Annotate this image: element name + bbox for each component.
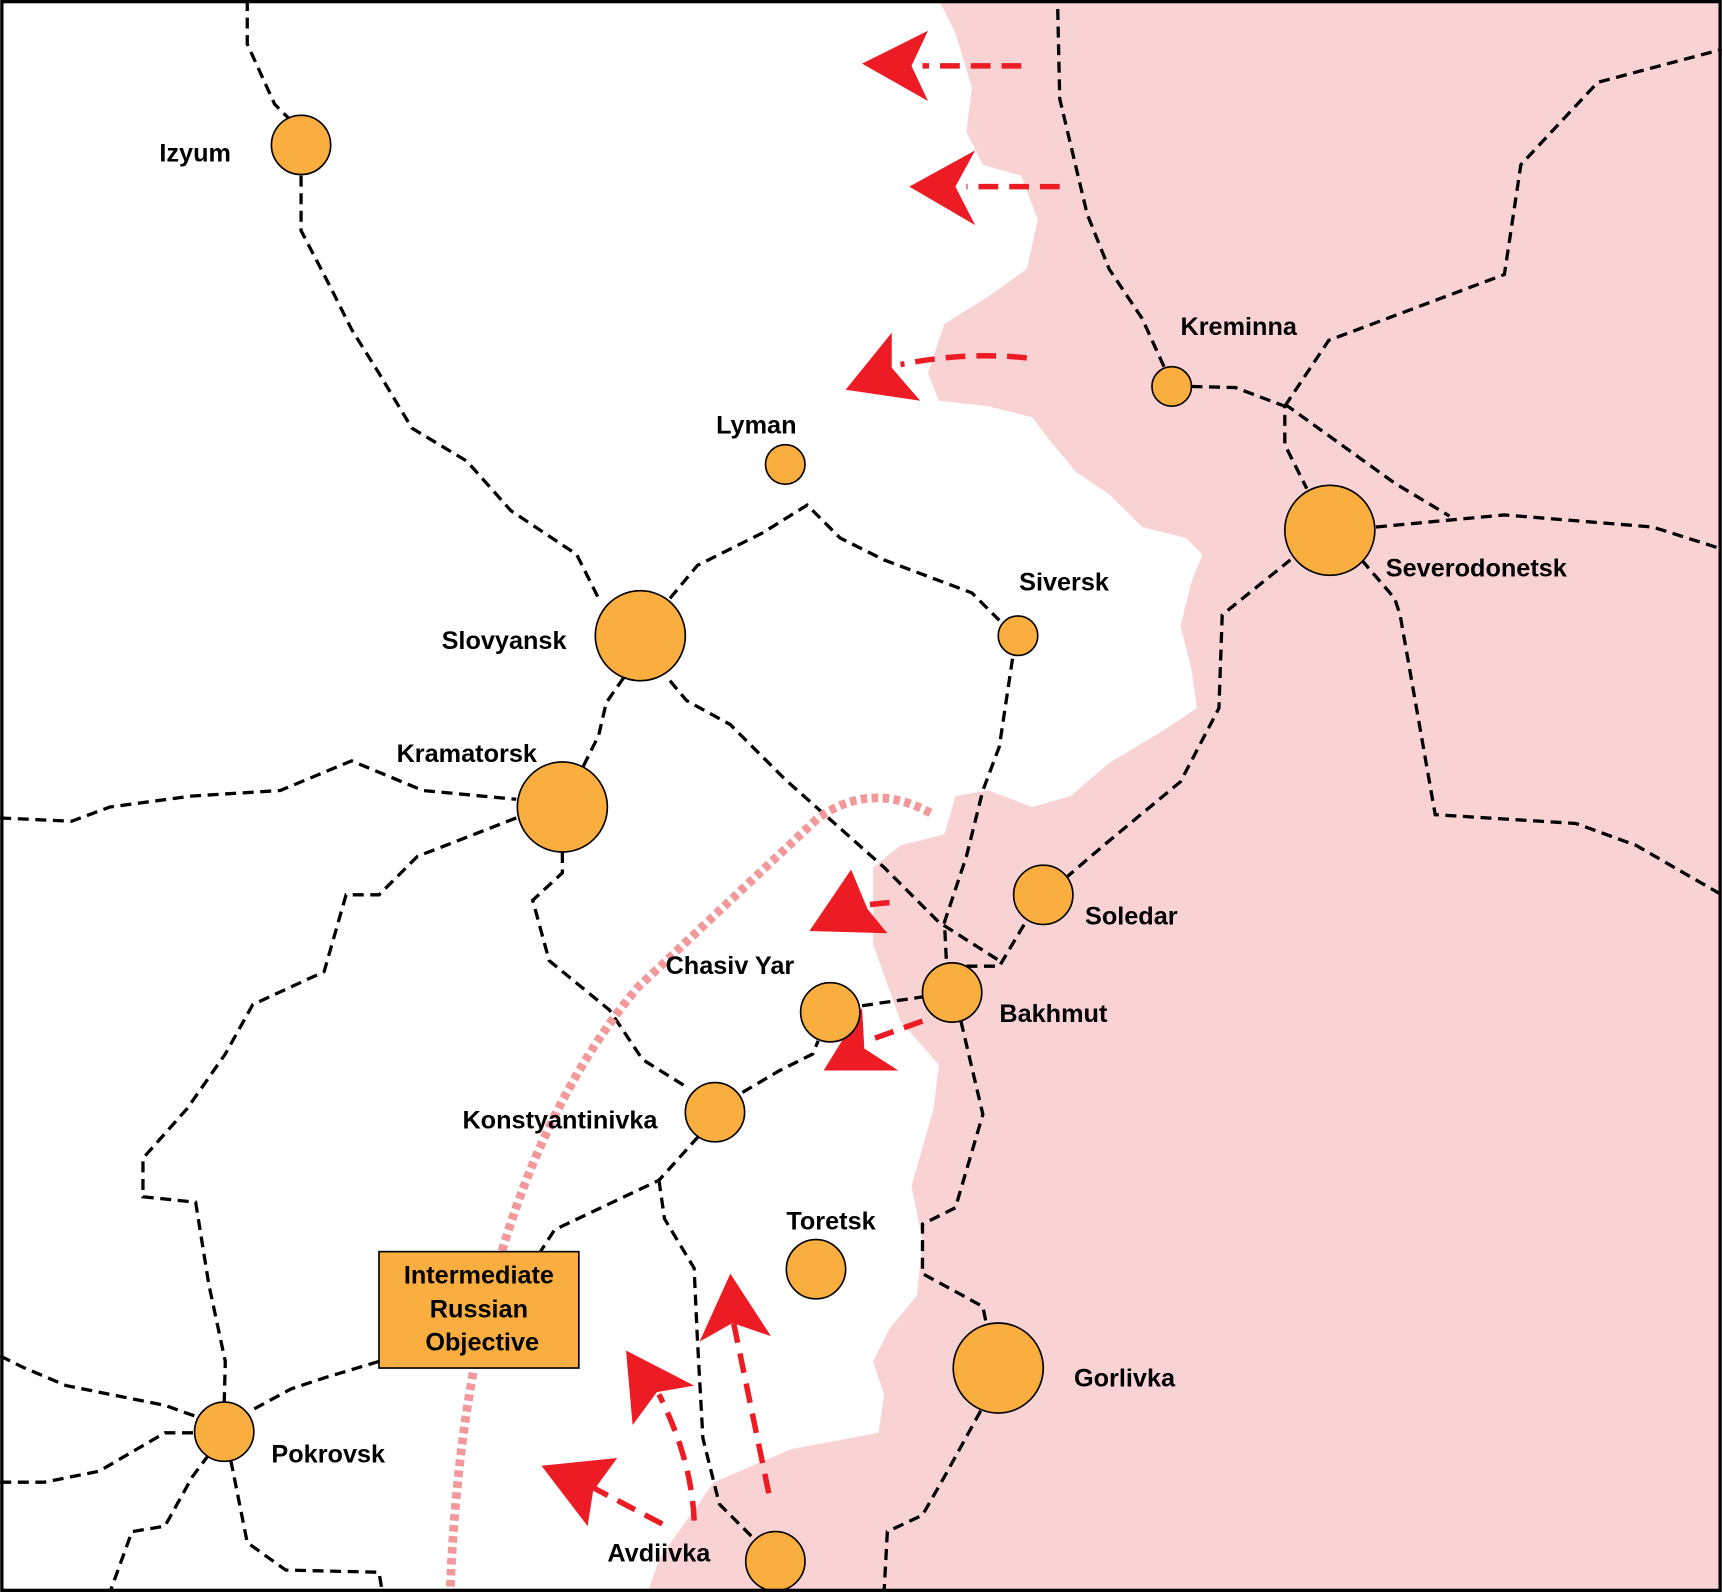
city-label: Kreminna [1180,313,1297,341]
russian-occupied-area [648,0,1722,1592]
city-label: Slovyansk [442,627,568,655]
city-label: Chasiv Yar [666,952,795,980]
city-label: Bakhmut [999,1000,1108,1028]
city-konstyantinivka [684,1081,746,1143]
objective-label: Objective [425,1328,539,1356]
city-slovyansk [594,589,687,682]
city-severodonetsk [1283,484,1376,577]
city-chasiv-yar [799,981,861,1043]
cities: Izyum Kreminna Lyman Siversk Slovyansk K… [159,114,1568,1592]
advance-arrow [862,30,1022,102]
russian-advance-arrows [541,30,1060,1527]
advance-arrow [909,150,1060,226]
advance-arrow [809,869,890,934]
city-label: Siversk [1019,569,1110,597]
advance-arrow [823,1007,924,1071]
city-gorlivka [952,1322,1045,1414]
city-bakhmut [921,962,983,1023]
city-label: Soledar [1085,902,1178,930]
city-kreminna [1151,365,1193,408]
city-label: Izyum [159,139,231,167]
city-soledar [1012,864,1074,926]
city-label: Severodonetsk [1386,554,1568,582]
city-izyum [270,114,332,176]
objective-box: Intermediate Russian Objective [378,1250,580,1369]
advance-arrow [541,1458,664,1527]
city-pokrovsk [193,1401,255,1463]
city-kramatorsk [516,761,609,853]
city-toretsk [785,1238,847,1300]
city-avdiivka [744,1530,806,1592]
objective-line [445,793,936,1587]
city-label: Gorlivka [1074,1365,1176,1393]
city-lyman [764,443,806,486]
advance-arrow [626,1350,697,1521]
advance-arrow [699,1273,772,1494]
city-siversk [997,615,1039,657]
objective-label: Intermediate [404,1261,554,1289]
city-label: Toretsk [786,1208,876,1236]
city-label: Konstyantinivka [462,1107,658,1135]
city-label: Lyman [716,412,796,440]
city-label: Kramatorsk [397,740,538,768]
city-label: Pokrovsk [271,1440,386,1468]
advance-arrow [845,332,1028,401]
city-label: Avdiivka [607,1539,711,1567]
objective-label: Russian [430,1296,528,1324]
